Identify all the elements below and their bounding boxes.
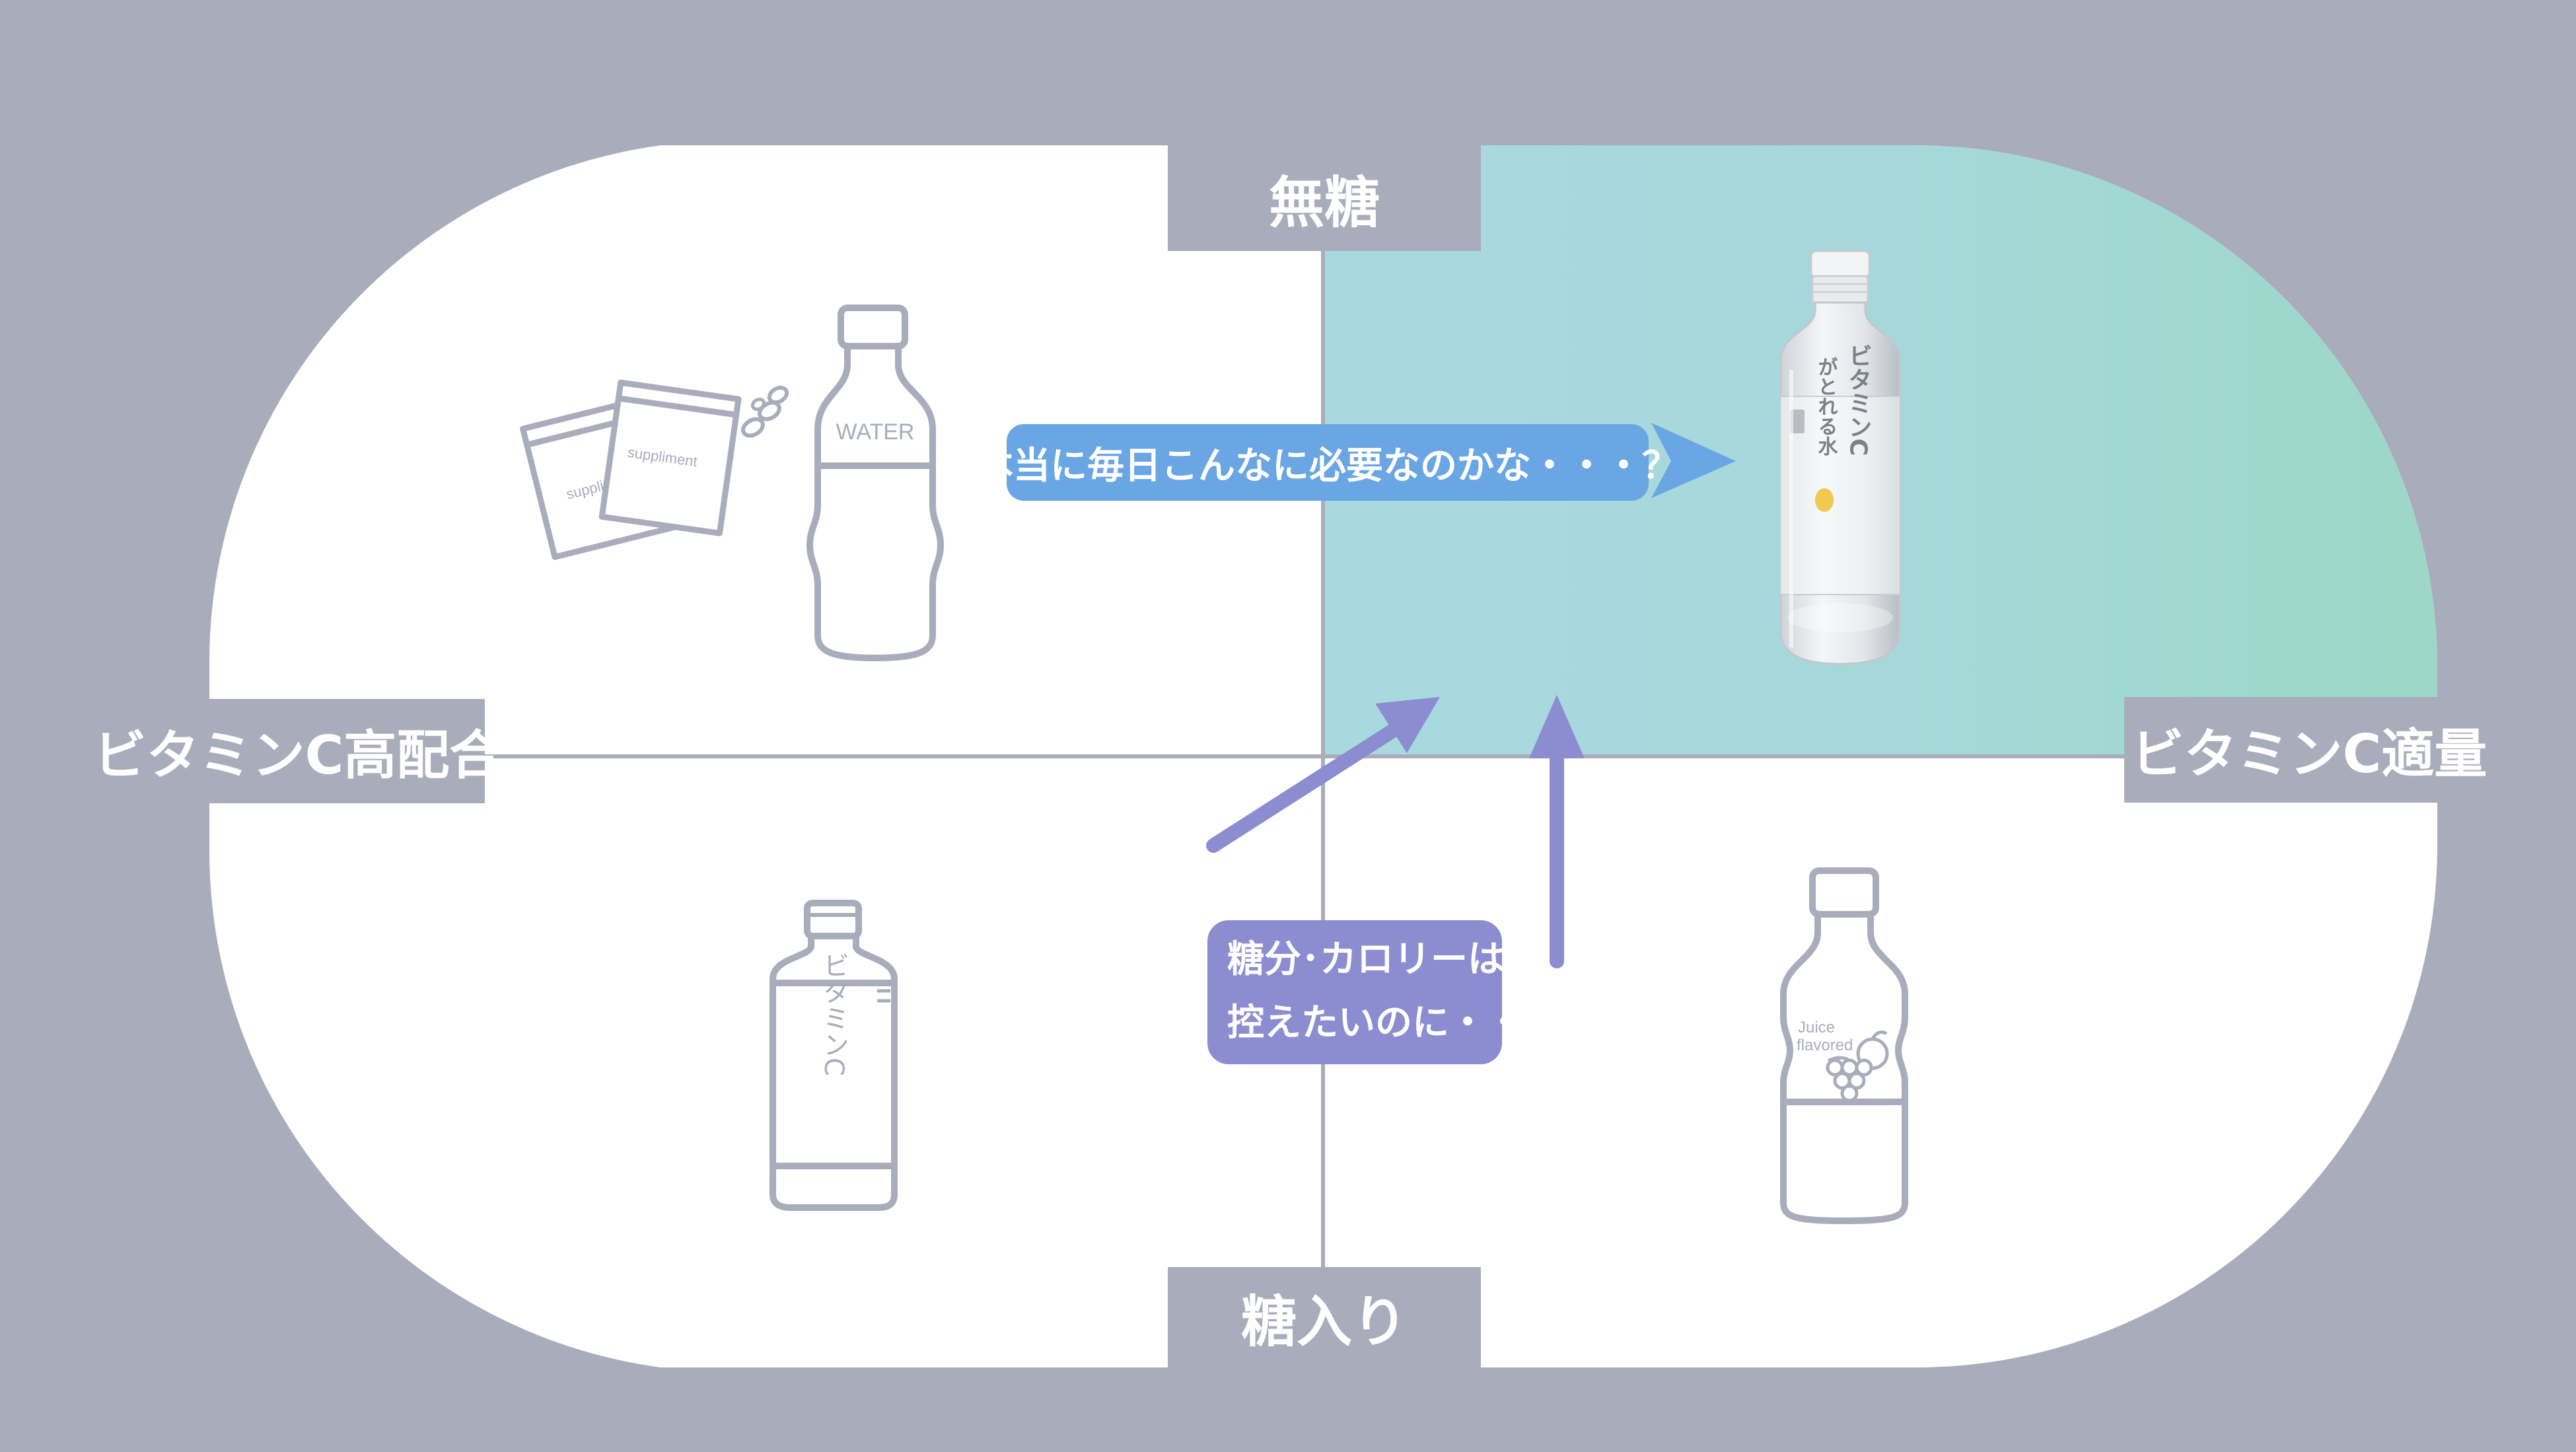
water-bottle-icon: WATER — [806, 305, 944, 661]
axis-label-left: ビタミンC高配合 — [94, 699, 502, 803]
water-bottle-label: WATER — [836, 419, 915, 445]
axis-label-top: 無糖 — [1168, 145, 1481, 251]
supplement-icon: suppli suppliment — [520, 379, 789, 560]
juice-label-1: Juice — [1798, 1019, 1835, 1036]
vitamin-bottle-label: ビタミンC — [818, 952, 849, 1076]
sugar-callout-line1: 糖分･カロリーは — [1227, 938, 1505, 981]
sugar-callout: 糖分･カロリーは 控えたいのに・・・ — [1207, 920, 1560, 1064]
juice-bottle-icon: Juice flavored — [1780, 867, 1908, 1224]
diagonal-arrow-icon — [1206, 697, 1440, 853]
sugar-callout-line2: 控えたいのに・・・ — [1227, 1001, 1560, 1044]
featured-bottle-text-2: がとれる水 — [1814, 357, 1838, 456]
axis-label-right: ビタミンC適量 — [2124, 697, 2494, 803]
juice-label-2: flavored — [1797, 1036, 1853, 1054]
question-arrow-icon — [1651, 423, 1736, 498]
featured-bottle: ビタミンC がとれる水 — [1779, 250, 1901, 665]
vitamin-bottle-icon: ビタミンC — [769, 900, 898, 1211]
featured-bottle-text-1: ビタミンC — [1845, 344, 1872, 456]
axis-label-bottom: 糖入り — [1168, 1267, 1481, 1367]
question-callout: 本当に毎日こんなに必要なのかな・・・？ — [976, 424, 1679, 501]
fruit-icon — [1826, 1030, 1889, 1103]
vertical-arrow-icon — [1529, 695, 1585, 968]
